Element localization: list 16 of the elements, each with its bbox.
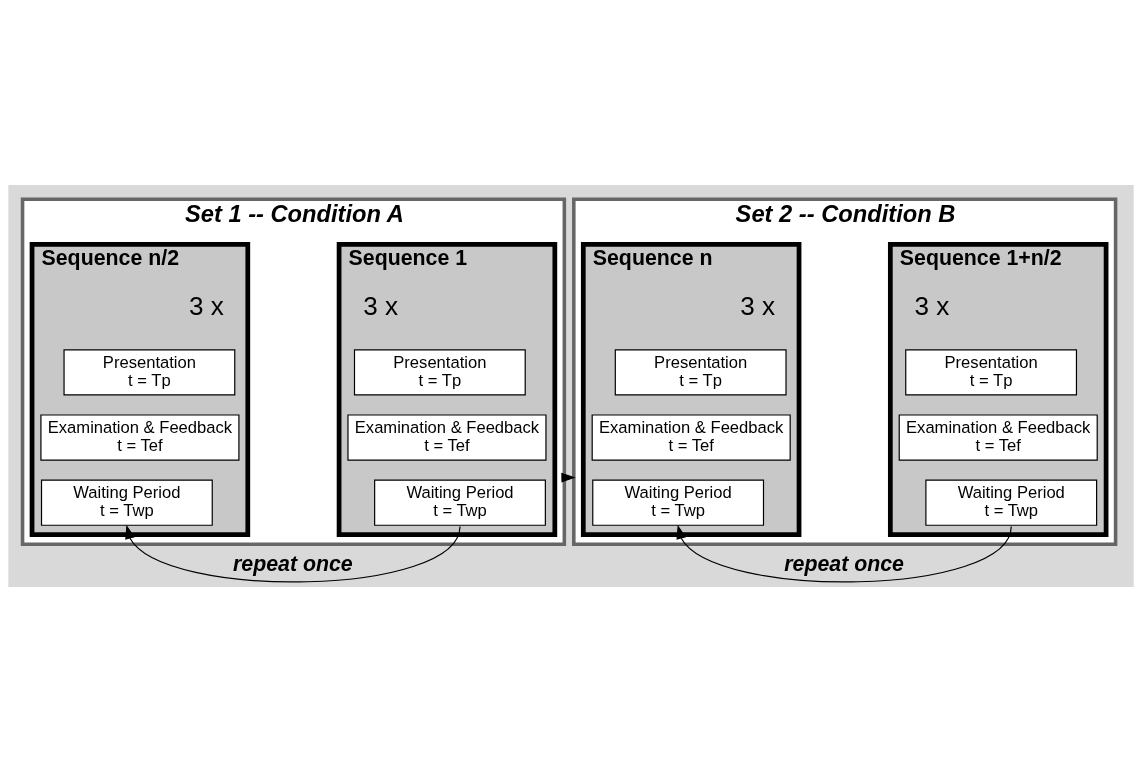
- node-box: Presentation t = Tp: [63, 349, 236, 396]
- node-box: Examination & Feedback t = Tef: [591, 414, 791, 461]
- node-box: Waiting Period t = Twp: [374, 479, 546, 526]
- node-box: Waiting Period t = Twp: [592, 479, 765, 526]
- edge-label: repeat once: [232, 551, 353, 576]
- node-box: Examination & Feedback t = Tef: [347, 414, 547, 461]
- node-box: Examination & Feedback t = Tef: [40, 414, 240, 461]
- arrow: [676, 524, 1012, 583]
- node-box: Waiting Period t = Twp: [40, 479, 213, 526]
- node-box: Waiting Period t = Twp: [925, 479, 1098, 526]
- arrow: [125, 524, 461, 583]
- node-box: Examination & Feedback t = Tef: [898, 414, 1098, 461]
- node-box: Presentation t = Tp: [905, 349, 1078, 396]
- node-box: Presentation t = Tp: [614, 349, 787, 396]
- node-box: Presentation t = Tp: [353, 349, 526, 396]
- edge-label: repeat once: [784, 551, 904, 576]
